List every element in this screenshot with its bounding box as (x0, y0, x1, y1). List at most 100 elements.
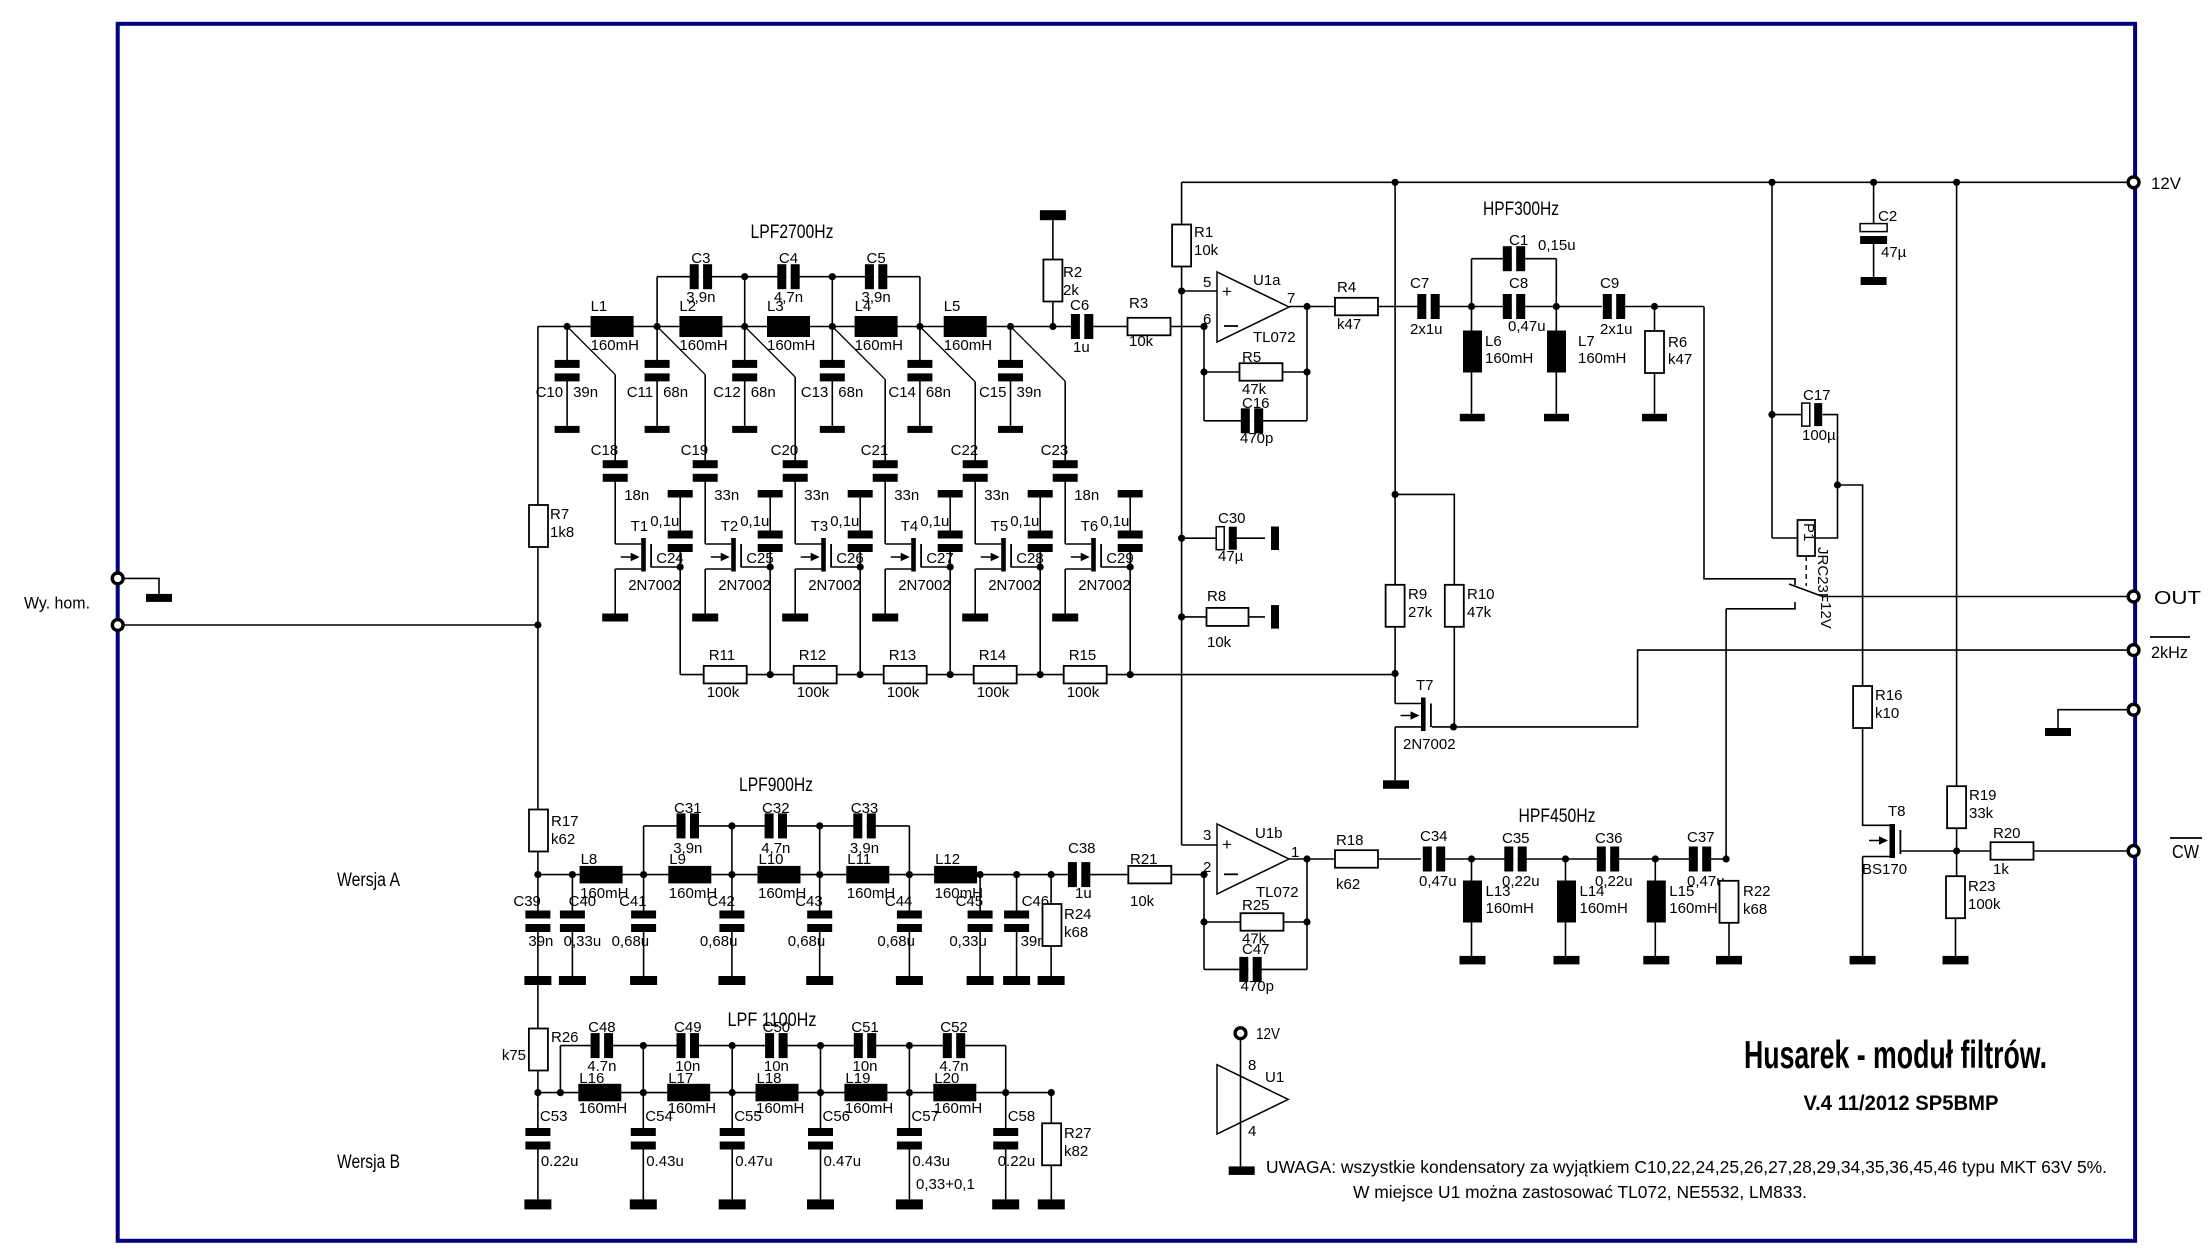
svg-text:1u: 1u (1075, 885, 1092, 902)
svg-text:Wersja B: Wersja B (337, 1152, 400, 1173)
svg-text:160mH: 160mH (944, 337, 992, 354)
svg-text:C41: C41 (619, 893, 647, 910)
svg-text:33n: 33n (894, 487, 919, 504)
svg-text:C2: C2 (1878, 208, 1897, 225)
svg-text:L1: L1 (591, 298, 608, 315)
svg-text:C37: C37 (1687, 829, 1715, 846)
svg-text:47k: 47k (1242, 381, 1267, 398)
svg-text:C31: C31 (674, 800, 702, 817)
svg-text:160mH: 160mH (935, 885, 983, 902)
svg-text:12V: 12V (2151, 175, 2181, 193)
svg-text:0.43u: 0.43u (646, 1153, 684, 1170)
svg-text:TL072: TL072 (1256, 884, 1299, 901)
svg-text:C32: C32 (762, 800, 790, 817)
svg-text:R13: R13 (889, 647, 917, 664)
svg-text:U1: U1 (1265, 1069, 1284, 1086)
svg-text:12V: 12V (1256, 1026, 1281, 1043)
svg-text:18n: 18n (624, 487, 649, 504)
svg-text:1k: 1k (1993, 861, 2009, 878)
svg-text:10k: 10k (1207, 634, 1232, 651)
svg-text:0,1u: 0,1u (650, 513, 679, 530)
svg-text:2N7002: 2N7002 (1078, 577, 1131, 594)
svg-text:C16: C16 (1242, 395, 1270, 412)
svg-text:2kHz: 2kHz (2151, 643, 2188, 662)
svg-text:0,22u: 0,22u (1595, 873, 1633, 890)
svg-text:4.7n: 4.7n (587, 1058, 616, 1075)
svg-text:C39: C39 (513, 893, 541, 910)
svg-text:C21: C21 (861, 442, 889, 459)
svg-text:W miejsce U1 można zastosować: W miejsce U1 można zastosować TL072, NE5… (1353, 1182, 1807, 1202)
svg-text:L5: L5 (944, 298, 961, 315)
svg-text:R21: R21 (1130, 851, 1158, 868)
svg-text:C15: C15 (979, 384, 1007, 401)
svg-text:8: 8 (1248, 1057, 1256, 1074)
svg-text:R1: R1 (1194, 224, 1213, 241)
svg-text:C12: C12 (713, 384, 741, 401)
svg-text:0,22u: 0,22u (1502, 873, 1540, 890)
svg-text:4: 4 (1248, 1123, 1256, 1140)
svg-text:R18: R18 (1336, 832, 1364, 849)
svg-text:L9: L9 (669, 851, 686, 868)
svg-text:+: + (1222, 835, 1232, 854)
svg-text:LPF 1100Hz: LPF 1100Hz (728, 1010, 817, 1031)
svg-text:47k: 47k (1467, 604, 1492, 621)
svg-text:k10: k10 (1875, 705, 1899, 722)
svg-text:k47: k47 (1668, 351, 1692, 368)
svg-text:0,68u: 0,68u (612, 933, 650, 950)
svg-text:BS170: BS170 (1862, 861, 1907, 878)
svg-text:47µ: 47µ (1218, 548, 1244, 565)
svg-text:100k: 100k (707, 684, 740, 701)
svg-text:L18: L18 (757, 1070, 782, 1087)
svg-text:2N7002: 2N7002 (808, 577, 861, 594)
svg-text:R12: R12 (799, 647, 827, 664)
svg-text:C54: C54 (645, 1108, 673, 1125)
svg-text:V.4 11/2012 SP5BMP: V.4 11/2012 SP5BMP (1804, 1091, 1999, 1115)
svg-text:1k8: 1k8 (550, 524, 574, 541)
svg-text:160mH: 160mH (1485, 350, 1533, 367)
svg-text:C28: C28 (1016, 550, 1044, 567)
svg-text:T2: T2 (721, 518, 739, 535)
svg-text:C10: C10 (536, 384, 564, 401)
svg-text:T4: T4 (901, 518, 919, 535)
svg-text:L11: L11 (847, 851, 871, 868)
svg-text:C25: C25 (746, 550, 774, 567)
svg-text:10n: 10n (764, 1058, 789, 1075)
svg-text:2x1u: 2x1u (1600, 321, 1633, 338)
svg-text:C47: C47 (1242, 941, 1270, 958)
svg-text:L17: L17 (668, 1070, 693, 1087)
svg-text:R27: R27 (1064, 1125, 1092, 1142)
svg-text:C9: C9 (1600, 275, 1619, 292)
svg-text:C34: C34 (1420, 828, 1448, 845)
svg-text:Husarek - moduł filtrów.: Husarek - moduł filtrów. (1744, 1034, 2047, 1077)
svg-text:0,33+0,1: 0,33+0,1 (916, 1176, 975, 1193)
svg-text:C42: C42 (707, 893, 735, 910)
svg-text:33n: 33n (714, 487, 739, 504)
svg-text:R17: R17 (551, 813, 579, 830)
svg-text:TL072: TL072 (1253, 329, 1296, 346)
svg-text:L2: L2 (679, 298, 696, 315)
svg-text:R22: R22 (1743, 883, 1771, 900)
svg-text:68n: 68n (751, 384, 776, 401)
svg-text:C38: C38 (1068, 840, 1096, 857)
svg-text:C8: C8 (1509, 275, 1528, 292)
svg-text:C24: C24 (656, 550, 684, 567)
svg-text:4,7n: 4,7n (774, 289, 803, 306)
svg-text:2N7002: 2N7002 (718, 577, 771, 594)
svg-text:1u: 1u (1073, 339, 1090, 356)
svg-text:C58: C58 (1008, 1108, 1036, 1125)
svg-text:160mH: 160mH (1669, 900, 1717, 917)
svg-text:160mH: 160mH (767, 337, 815, 354)
svg-text:160mH: 160mH (845, 1100, 893, 1117)
svg-text:160mH: 160mH (934, 1100, 982, 1117)
svg-text:0,68u: 0,68u (877, 933, 915, 950)
svg-text:0.43u: 0.43u (912, 1153, 950, 1170)
svg-text:+: + (1222, 282, 1232, 301)
svg-text:C17: C17 (1803, 387, 1831, 404)
svg-text:0,68u: 0,68u (788, 933, 826, 950)
svg-text:0,47u: 0,47u (1508, 318, 1546, 335)
svg-text:0.47u: 0.47u (824, 1153, 862, 1170)
svg-text:2k: 2k (1063, 282, 1079, 299)
svg-text:160mH: 160mH (847, 885, 895, 902)
svg-text:L10: L10 (759, 851, 784, 868)
svg-text:0,68u: 0,68u (700, 933, 738, 950)
